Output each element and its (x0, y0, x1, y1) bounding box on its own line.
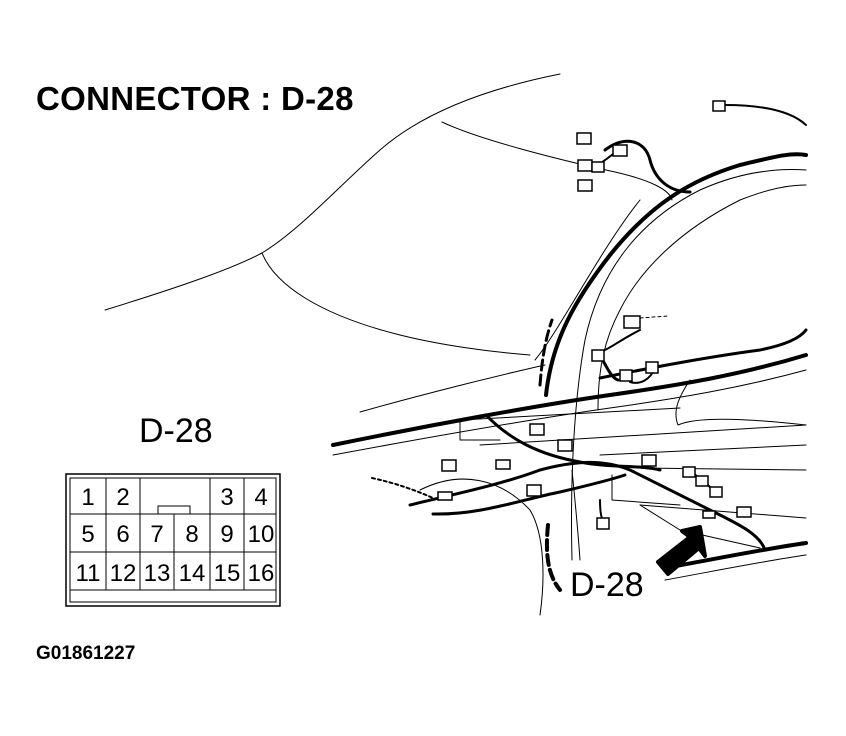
figure-id: G01861227 (36, 643, 136, 664)
pin-8: 8 (185, 521, 198, 548)
connector-location-callout: D-28 (570, 566, 644, 604)
pin-14: 14 (179, 560, 206, 587)
diagram-title: CONNECTOR : D-28 (36, 80, 354, 117)
pin-13: 13 (144, 560, 171, 587)
pin-2: 2 (116, 484, 129, 511)
pin-1: 1 (81, 484, 94, 511)
pin-7: 7 (150, 521, 163, 548)
pin-5: 5 (81, 521, 94, 548)
pin-15: 15 (214, 560, 241, 587)
pin-3: 3 (220, 484, 233, 511)
connector-face-label: D-28 (139, 412, 213, 450)
connector-location-arrow (656, 525, 707, 576)
connector-face-diagram: 1 2 3 4 5 6 7 8 9 10 11 12 13 14 15 16 (65, 473, 281, 607)
pin-10: 10 (248, 521, 275, 548)
pin-16: 16 (248, 560, 275, 587)
pin-12: 12 (110, 560, 137, 587)
pin-11: 11 (76, 560, 101, 587)
pin-6: 6 (116, 521, 129, 548)
pin-9: 9 (220, 521, 233, 548)
pin-4: 4 (254, 484, 267, 511)
